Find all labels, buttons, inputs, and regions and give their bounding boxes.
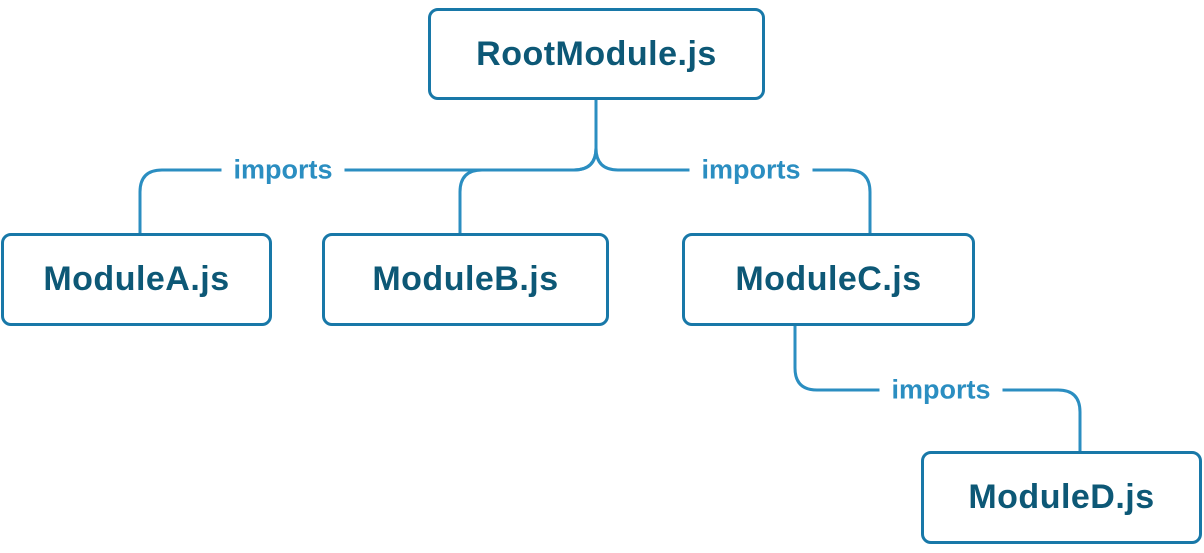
edge-label-imports-moduleA: imports: [221, 154, 345, 186]
node-moduleD: ModuleD.js: [921, 451, 1202, 544]
edge-label-imports-moduleD: imports: [879, 374, 1003, 406]
node-moduleA: ModuleA.js: [1, 233, 272, 326]
node-rootmodule: RootModule.js: [428, 8, 765, 100]
node-moduleB: ModuleB.js: [322, 233, 609, 326]
node-moduleC: ModuleC.js: [682, 233, 975, 326]
edge-root-to-moduleB: [458, 98, 598, 235]
edge-label-imports-moduleC: imports: [689, 154, 813, 186]
edge-root-to-moduleA: [138, 98, 598, 235]
